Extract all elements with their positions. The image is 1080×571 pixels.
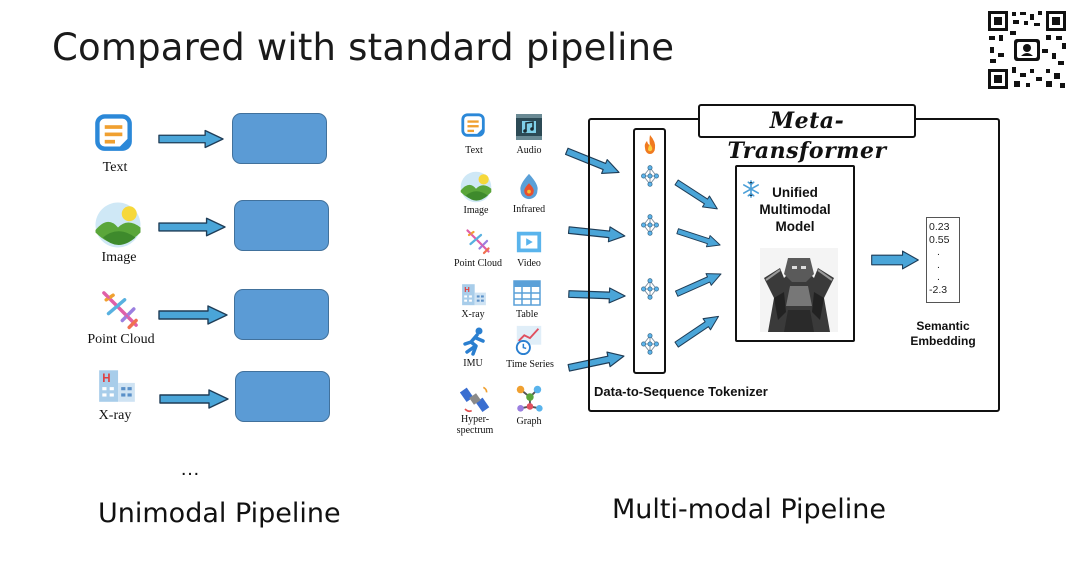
embedding-value: -2.3 [929, 283, 948, 296]
modality-label: Graph [516, 416, 542, 427]
tokenizer-label: Data-to-Sequence Tokenizer [594, 384, 768, 399]
unified-model-title: Unified Multimodal Model [759, 185, 831, 234]
modality-audio: Audio [494, 112, 564, 162]
network-node-icon [639, 214, 661, 236]
modality-table: Table [492, 278, 562, 328]
unimodal-model-box [234, 289, 329, 340]
xray-hospital-icon [460, 280, 488, 308]
modality-label: X-ray [461, 309, 485, 320]
modality-video: Video [494, 228, 564, 278]
modality-label: Infrared [512, 204, 546, 215]
modality-text: Text [439, 112, 509, 162]
embedding-value: 0.55 [929, 233, 950, 246]
arrow-right-icon [871, 250, 919, 270]
point-cloud-plane-icon [463, 226, 493, 256]
modality-label: Audio [516, 145, 542, 156]
xray-hospital-icon [96, 364, 138, 406]
unimodal-label-point-cloud: Point Cloud [87, 332, 155, 347]
arrow-right-icon [158, 389, 230, 409]
video-play-icon [514, 228, 544, 256]
unimodal-caption: Unimodal Pipeline [98, 498, 341, 529]
qr-code-icon [986, 9, 1068, 91]
arrow-right-icon [158, 305, 228, 325]
running-person-icon [459, 326, 489, 356]
tokenizer-column [633, 128, 666, 374]
modality-hyperspectrum: Hyper- spectrum [440, 384, 510, 440]
image-landscape-icon [93, 200, 143, 250]
unimodal-label-xray: X-ray [98, 408, 132, 423]
table-grid-icon [511, 278, 543, 308]
snowflake-icon [742, 180, 760, 198]
satellite-icon [459, 384, 491, 414]
graph-nodes-icon [513, 382, 545, 414]
modality-label: Table [515, 309, 539, 320]
infrared-drop-icon [515, 172, 543, 200]
point-cloud-plane-icon [97, 286, 143, 332]
modality-label: Time Series [506, 359, 554, 370]
modality-label: Video [517, 258, 541, 269]
network-node-icon [639, 333, 661, 355]
embedding-value: . [937, 271, 940, 283]
arrow-right-icon [158, 129, 224, 149]
time-series-icon [513, 324, 545, 356]
unimodal-label-text: Text [102, 160, 128, 175]
unified-model-box [735, 165, 855, 342]
slide-title: Compared with standard pipeline [52, 26, 675, 69]
embedding-value: 0.23 [929, 221, 950, 233]
ellipsis: … [180, 458, 200, 480]
meta-transformer-title: Meta-Transformer [698, 104, 916, 164]
modality-imu: IMU [438, 326, 508, 376]
image-landscape-icon [459, 170, 493, 204]
text-note-icon [460, 112, 488, 140]
unimodal-item-image: Image [64, 200, 174, 270]
robot-image [760, 248, 838, 332]
modality-image: Image [441, 170, 511, 220]
modality-label: Point Cloud [453, 258, 503, 269]
modality-time-series: Time Series [495, 324, 565, 374]
modality-label: IMU [463, 358, 483, 369]
embedding-vector: 0.23 0.55 . . . -2.3 [926, 217, 960, 303]
unimodal-model-box [235, 371, 330, 422]
modality-point-cloud: Point Cloud [443, 226, 513, 276]
text-note-icon [93, 112, 137, 156]
audio-icon [514, 112, 544, 142]
unimodal-model-box [232, 113, 327, 164]
network-node-icon [639, 278, 661, 300]
modality-label: Image [463, 205, 489, 216]
unimodal-item-point-cloud: Point Cloud [66, 286, 176, 356]
embedding-value: . [937, 246, 940, 258]
embedding-label: Semantic Embedding [910, 319, 976, 348]
unimodal-item-xray: X-ray [60, 364, 170, 434]
arrow-right-icon [158, 217, 226, 237]
modality-xray: X-ray [438, 280, 508, 330]
modality-label: Hyper- spectrum [456, 414, 494, 436]
modality-infrared: Infrared [494, 172, 564, 222]
fire-icon [644, 135, 656, 154]
unimodal-model-box [234, 200, 329, 251]
embedding-value: . [937, 258, 940, 271]
multimodal-caption: Multi-modal Pipeline [612, 494, 886, 525]
modality-label: Text [465, 145, 483, 156]
network-node-icon [639, 165, 661, 187]
unimodal-item-text: Text [60, 112, 170, 182]
modality-graph: Graph [494, 382, 564, 432]
unimodal-label-image: Image [101, 250, 137, 265]
